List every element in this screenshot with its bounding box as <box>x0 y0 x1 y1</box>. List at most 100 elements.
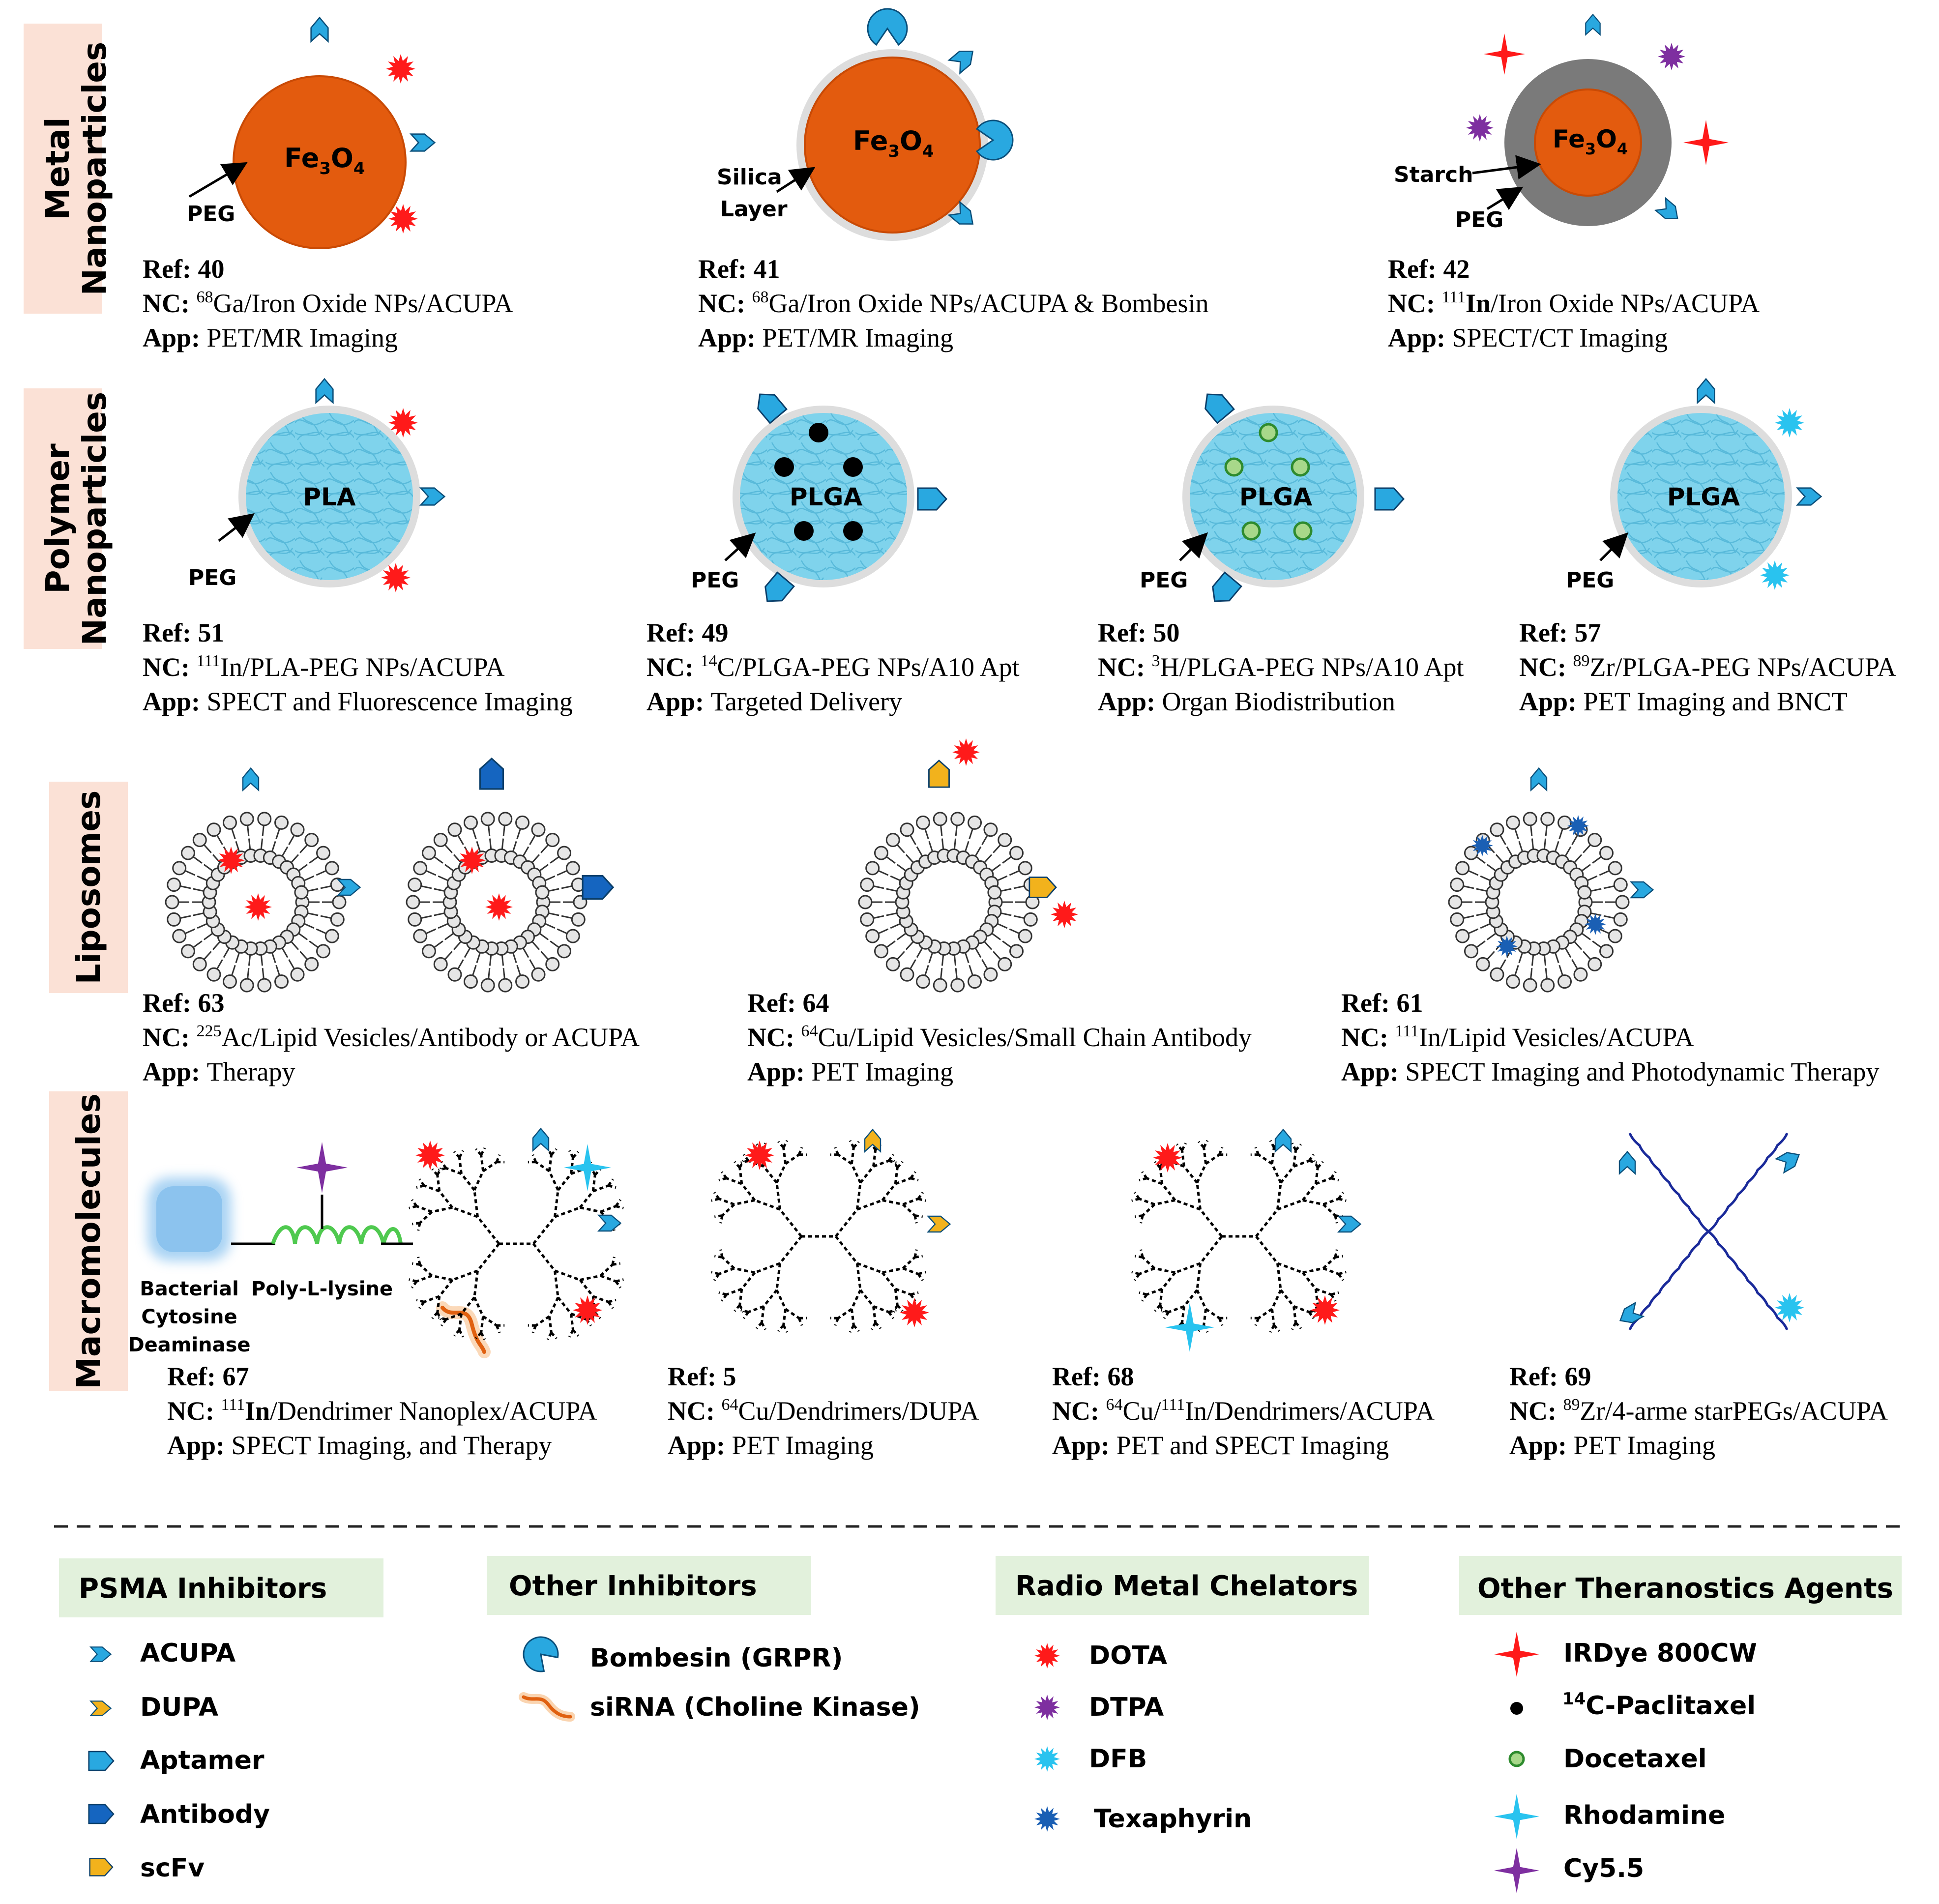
dota-icon <box>217 847 245 874</box>
ref-label: Ref: <box>1519 618 1568 647</box>
nc-text: C/PLGA-PEG NPs/A10 Apt <box>717 652 1019 682</box>
paclitaxel-text: C-Paclitaxel <box>1586 1691 1756 1721</box>
app-label: App: <box>143 1057 207 1086</box>
aptamer-icon <box>917 487 948 511</box>
dota-icon <box>381 563 411 592</box>
poly-l-lysine: Poly-L-lysine <box>251 1195 403 1300</box>
acupa-icon <box>1774 1152 1800 1174</box>
plga-label: PLGA <box>1667 483 1740 511</box>
nc-isotope-mass: 64 <box>721 1396 738 1414</box>
dota-icon <box>244 893 272 921</box>
legend-item-texaphyrin: Texaphyrin <box>1094 1804 1252 1834</box>
ref-label: Ref: <box>698 254 747 284</box>
nc-isotope-mass: 111 <box>196 652 220 670</box>
ref-line: Ref: 42 <box>1388 254 1469 284</box>
app-line: App: Organ Biodistribution <box>1098 687 1395 716</box>
nc-isotope-mass: 64 <box>1106 1396 1122 1414</box>
nc-label: NC: <box>1098 652 1151 682</box>
app-text: SPECT/CT Imaging <box>1452 323 1668 352</box>
app-text: SPECT Imaging, and Therapy <box>232 1431 552 1460</box>
legend-header-other-inhibitors <box>487 1556 811 1615</box>
acupa-icon <box>532 1127 550 1152</box>
antibody-icon <box>582 875 615 900</box>
ref-number: 63 <box>191 988 225 1018</box>
ref-label: Ref: <box>1388 254 1437 284</box>
ref-line: Ref: 67 <box>167 1362 249 1391</box>
peg-label: PEG <box>691 568 739 593</box>
texaphyrin-icon <box>1496 936 1518 957</box>
legend-item-bombesin: Bombesin (GRPR) <box>590 1643 843 1673</box>
app-text: PET Imaging <box>732 1431 874 1460</box>
app-line: App: SPECT and Fluorescence Imaging <box>143 687 573 716</box>
ref-label: Ref: <box>1341 988 1390 1018</box>
liposome-ref61 <box>1448 812 1630 993</box>
acupa-icon <box>242 767 260 792</box>
ref-line: Ref: 50 <box>1098 618 1179 647</box>
ref-line: Ref: 64 <box>747 988 829 1018</box>
legend-rhodamine-icon <box>1494 1794 1539 1839</box>
app-label: App: <box>747 1057 812 1086</box>
ref-label: Ref: <box>1052 1362 1101 1391</box>
legend-texaphyrin-icon <box>1034 1806 1060 1832</box>
nc-isotope-mass: 225 <box>196 1022 221 1040</box>
ref-number: 61 <box>1390 988 1423 1018</box>
legend-antibody-icon <box>88 1804 115 1824</box>
dota-icon <box>1310 1295 1340 1325</box>
legend-item-dota: DOTA <box>1089 1641 1167 1670</box>
nc-text: /Dendrimer Nanoplex/ACUPA <box>270 1396 597 1426</box>
np-ref42: Fe3O4 Starch PEG <box>1394 59 1672 233</box>
app-label: App: <box>1509 1431 1574 1460</box>
acupa-icon <box>1585 13 1601 36</box>
nc-label: NC: <box>1052 1396 1106 1426</box>
app-label: App: <box>167 1431 232 1460</box>
peg-label: PEG <box>188 565 236 590</box>
app-line: App: PET Imaging <box>747 1057 953 1086</box>
dota-icon <box>458 847 486 874</box>
ref-number: 64 <box>796 988 829 1018</box>
cy55-icon <box>296 1142 348 1193</box>
legend-title-chelators: Radio Metal Chelators <box>1015 1570 1358 1602</box>
aptamer-icon <box>1212 571 1242 602</box>
app-text: PET/MR Imaging <box>763 323 954 352</box>
app-line: App: PET and SPECT Imaging <box>1052 1431 1389 1460</box>
legend-item-paclitaxel: 14C-Paclitaxel <box>1562 1689 1756 1721</box>
legend-irdye-icon <box>1494 1632 1539 1677</box>
app-line: App: PET Imaging <box>668 1431 874 1460</box>
nc-isotope-mass: 111 <box>221 1396 244 1414</box>
ref-label: Ref: <box>1509 1362 1558 1391</box>
nc-label: NC: <box>1341 1023 1395 1052</box>
app-label: App: <box>698 323 763 352</box>
nc-line: NC: 225Ac/Lipid Vesicles/Antibody or ACU… <box>143 1022 640 1052</box>
app-label: App: <box>668 1431 732 1460</box>
rhodamine-icon <box>564 1144 611 1191</box>
legend-dtpa-icon <box>1034 1695 1060 1720</box>
nc-text: Cu/Dendrimers/DUPA <box>738 1396 979 1426</box>
app-text: PET/MR Imaging <box>207 323 398 352</box>
irdye-icon <box>1683 120 1729 165</box>
app-line: App: Targeted Delivery <box>646 687 902 716</box>
nc-isotope-mass: 89 <box>1573 652 1589 670</box>
acupa-icon <box>1337 1215 1362 1233</box>
nc-label: NC: <box>143 289 196 318</box>
nc-line: NC: 68Ga/Iron Oxide NPs/ACUPA <box>143 288 513 318</box>
ligand-markers <box>217 8 1822 1352</box>
aptamer-icon <box>764 571 795 602</box>
legend-title-psma: PSMA Inhibitors <box>79 1573 327 1605</box>
acupa-icon <box>1274 1128 1292 1153</box>
app-text: Targeted Delivery <box>711 687 903 716</box>
app-line: App: PET Imaging and BNCT <box>1519 687 1848 716</box>
dfb-icon <box>1775 1293 1804 1322</box>
liposome-ref64 <box>858 812 1040 993</box>
nc-text: Cu/Lipid Vesicles/Small Chain Antibody <box>818 1023 1252 1052</box>
ref-line: Ref: 68 <box>1052 1362 1134 1391</box>
app-label: App: <box>1098 687 1162 716</box>
nc-isotope-mass: 111 <box>1441 288 1465 306</box>
antibody-icon <box>479 757 504 790</box>
app-label: App: <box>646 687 711 716</box>
section-title-metal-1: Metal <box>39 117 77 220</box>
nc-isotope-mass: 3 <box>1151 652 1160 670</box>
nc-label: NC: <box>143 652 196 682</box>
dota-icon <box>1051 901 1078 928</box>
legend-item-dtpa: DTPA <box>1089 1693 1164 1722</box>
